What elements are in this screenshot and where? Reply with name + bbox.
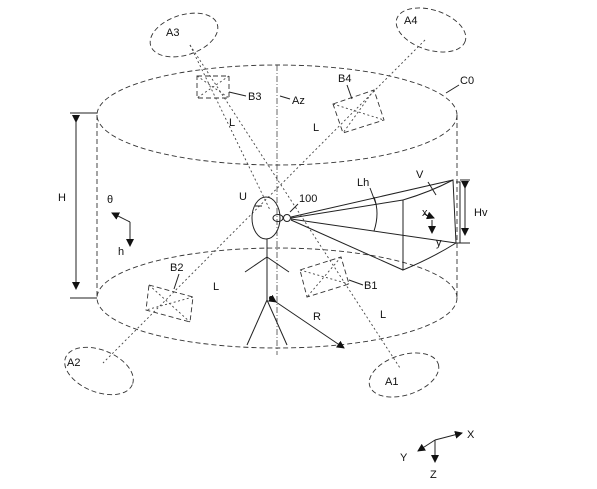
projector-a3 — [149, 12, 219, 58]
label-h-big: H — [58, 192, 66, 204]
label-axis-y: Y — [400, 452, 408, 464]
label-l-b2: L — [213, 281, 219, 293]
hmd-100 — [272, 214, 284, 222]
radius-r — [267, 294, 345, 349]
user-figure — [244, 196, 299, 346]
line-a3-center — [189, 44, 271, 211]
label-az: Az — [292, 95, 305, 107]
label-b1: B1 — [364, 280, 377, 292]
height-dimension-hv — [460, 179, 470, 244]
projector-a4 — [395, 7, 467, 53]
label-r: R — [313, 311, 321, 323]
box-b1 — [299, 256, 364, 298]
line-a4-a2 — [102, 39, 426, 364]
label-a4: A4 — [404, 15, 417, 27]
label-l-b3: L — [229, 117, 235, 129]
xyz-axes — [417, 430, 463, 463]
label-hv: Hv — [474, 207, 488, 219]
label-theta: θ — [107, 194, 113, 206]
label-l-b1: L — [380, 309, 386, 321]
projection-lines — [102, 39, 426, 369]
label-a1: A1 — [385, 376, 398, 388]
label-c0: C0 — [460, 75, 474, 87]
label-y-small: y — [436, 237, 442, 249]
label-v: V — [416, 169, 424, 181]
leader-az — [279, 95, 291, 100]
label-100: 100 — [299, 193, 317, 205]
user-head — [251, 196, 281, 240]
leader-c0 — [445, 84, 460, 94]
label-b2: B2 — [170, 262, 183, 274]
projector-a2 — [64, 346, 134, 396]
label-axis-z: Z — [430, 469, 437, 481]
label-b4: B4 — [338, 73, 351, 85]
label-u: U — [239, 191, 247, 203]
box-b4 — [332, 84, 385, 134]
label-l-b4: L — [313, 122, 319, 134]
label-h-small: h — [118, 246, 124, 258]
view-frustum — [290, 179, 457, 271]
projector-a1 — [368, 352, 440, 398]
label-a3: A3 — [166, 27, 179, 39]
box-b3 — [196, 75, 247, 99]
label-axis-x: X — [467, 429, 475, 441]
label-lh: Lh — [357, 177, 369, 189]
height-dimension-h — [70, 112, 97, 299]
display-v — [402, 179, 461, 271]
label-a2: A2 — [67, 357, 80, 369]
box-b2 — [145, 273, 194, 323]
label-b3: B3 — [248, 91, 261, 103]
theta-h-arrows — [111, 212, 134, 247]
projectors — [64, 7, 467, 398]
line-a3-a1 — [189, 44, 401, 369]
label-x-small: x — [422, 207, 428, 219]
